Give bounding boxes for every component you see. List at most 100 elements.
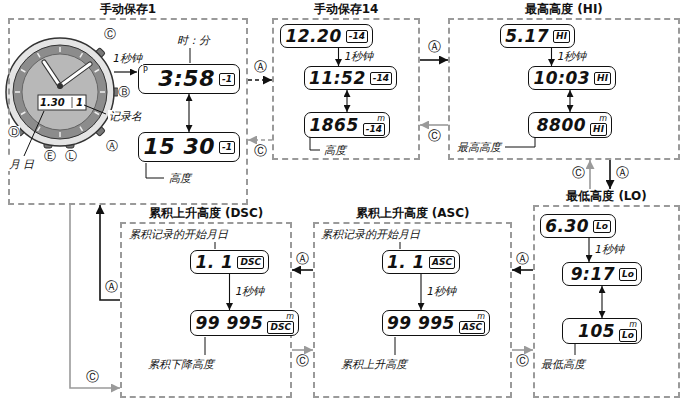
- annotation: 高度: [323, 144, 347, 157]
- lcd-digits: 8800: [537, 117, 586, 134]
- button-label: Ⓒ: [296, 354, 309, 368]
- lcd-display: 105mLo: [562, 318, 642, 344]
- button-label: Ⓒ: [86, 370, 99, 384]
- lcd-tag: Lo: [619, 268, 637, 281]
- leader-lines: [24, 48, 575, 355]
- mode-arrow: [292, 349, 313, 351]
- tag-group: mDSC: [267, 312, 294, 334]
- watch-illustration: [6, 38, 119, 148]
- dial-tick: [38, 127, 41, 131]
- lcd-display: 15 30 -1: [138, 132, 240, 162]
- leader-line: [190, 48, 191, 63]
- lcd-digits: 9:17: [571, 266, 615, 283]
- leader-line: [24, 111, 44, 156]
- dial-tick: [95, 70, 99, 73]
- panel-heading: 累积上升高度 (DSC): [120, 206, 292, 222]
- dial-tick: [21, 70, 25, 73]
- lcd-digits: 15 30: [144, 136, 215, 158]
- button-label: Ⓒ: [516, 354, 529, 368]
- annotation: 高度: [168, 172, 192, 185]
- step-arrow: [551, 48, 552, 66]
- button-letter: Ⓐ: [106, 140, 118, 153]
- timing-label: 1秒钟: [427, 285, 456, 298]
- hand-pivot: [57, 83, 63, 89]
- annotation: 月 日: [8, 158, 36, 171]
- dial-tick: [95, 112, 99, 115]
- panel-heading: 手动保存14: [272, 2, 420, 18]
- mode-arrow: [248, 79, 272, 81]
- lcd-display: 1. 1 DSC: [190, 250, 269, 274]
- watch-face: [22, 54, 98, 130]
- unit-mark: m: [477, 312, 485, 321]
- lcd-tag: -1: [219, 141, 235, 154]
- panel-heading: 最低高度 (LO): [533, 189, 680, 205]
- lcd-digits: 1865: [309, 117, 358, 134]
- annotation: 1秒钟: [112, 52, 143, 65]
- dial-tick: [38, 53, 41, 57]
- lcd-display: 6.30 Lo: [540, 214, 616, 238]
- dial-tick: [59, 132, 61, 137]
- lcd-display: 9:17 Lo: [562, 262, 642, 286]
- lcd-display: 1865 m-14: [304, 112, 390, 138]
- step-arrow: [420, 274, 421, 310]
- button-label: Ⓐ: [428, 40, 441, 54]
- unit-mark: m: [286, 312, 294, 321]
- lcd-tag: DSC: [267, 321, 294, 334]
- lcd-display: 1. 1ASC: [382, 250, 460, 274]
- lcd-digits: 5.17: [505, 28, 549, 45]
- dial-tick: [80, 53, 83, 57]
- lcd-tag: -14: [346, 30, 368, 43]
- lcd-tag: HI: [590, 123, 607, 136]
- dial-tick: [21, 112, 25, 115]
- mode-arrow: [420, 124, 448, 126]
- dial-ticks: [15, 47, 105, 137]
- button-label: Ⓒ: [254, 144, 267, 158]
- lcd-tag: Lo: [593, 220, 611, 233]
- lcd-digits: 1. 1: [387, 254, 425, 271]
- leader-line: [215, 242, 216, 249]
- dial-tick: [100, 91, 105, 93]
- lcd-display: 11:52-14: [304, 66, 397, 90]
- timing-label: 1秒钟: [558, 50, 587, 63]
- lcd-digits: 6.30: [545, 218, 589, 235]
- tag-group: mLo: [619, 320, 637, 342]
- dial-tick: [15, 91, 20, 93]
- lcd-digits: 12.20: [285, 28, 341, 45]
- mode-arrow: [609, 160, 611, 189]
- step-arrow: [229, 274, 230, 310]
- one-second-arrow: [114, 71, 137, 72]
- lcd-tag: HI: [594, 72, 611, 85]
- watch-lcd-divider: [72, 97, 73, 108]
- annotation: 累积上升高度: [340, 358, 408, 371]
- tag-group: Lo: [619, 268, 637, 281]
- button-letter: Ⓛ: [65, 150, 77, 163]
- button-letter: Ⓑ: [118, 86, 130, 99]
- button-label: Ⓒ: [572, 166, 585, 180]
- hour-hand: [44, 62, 60, 86]
- step-arrow: [188, 94, 189, 132]
- tag-group: HI: [553, 30, 570, 43]
- lcd-digits: 1. 1: [195, 254, 233, 271]
- annotation: 记录名: [108, 110, 143, 123]
- lcd-tag: HI: [553, 30, 570, 43]
- unit-mark: m: [377, 114, 385, 123]
- lcd-digits: 105: [578, 323, 615, 340]
- leader-line: [146, 163, 164, 178]
- annotation: 最低高度: [540, 358, 586, 371]
- minute-hand: [60, 64, 90, 86]
- lcd-tag: DSC: [237, 256, 264, 269]
- lcd-tag: -14: [363, 123, 385, 136]
- annotation: 最高高度: [456, 141, 502, 154]
- mode-arrow: [512, 269, 533, 271]
- dial-tick: [80, 127, 83, 131]
- leader-line: [395, 337, 396, 355]
- panel-heading: 手动保存1: [8, 2, 248, 18]
- lcd-display: 8800mHI: [528, 112, 612, 138]
- tag-group: -1: [219, 141, 235, 154]
- annotation: 累积下降高度: [147, 358, 215, 371]
- lcd-digits: 10:03: [533, 70, 590, 87]
- step-arrow: [346, 90, 347, 112]
- leader-line: [575, 343, 576, 355]
- mode-arrow: [70, 205, 120, 388]
- unit-mark: m: [629, 320, 637, 329]
